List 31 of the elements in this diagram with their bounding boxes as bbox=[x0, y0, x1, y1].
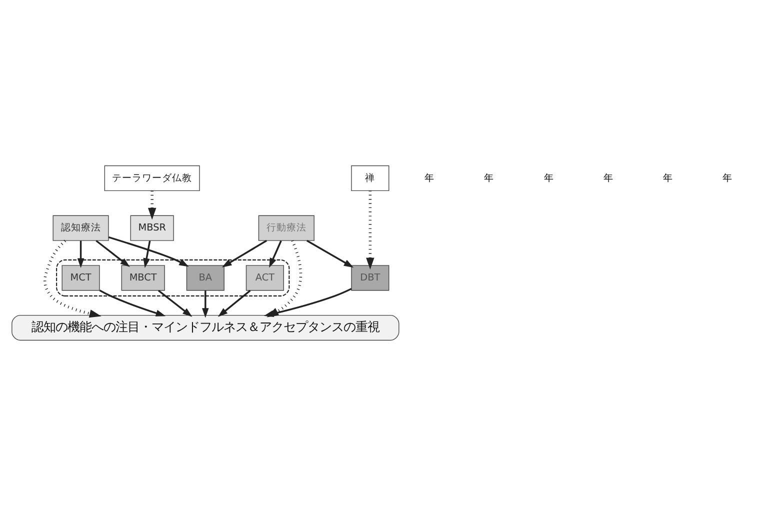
node-box: MCT bbox=[61, 264, 100, 290]
arrow bbox=[43, 239, 101, 318]
arrow bbox=[95, 240, 130, 266]
label: 年 bbox=[662, 172, 672, 184]
arrow bbox=[268, 240, 282, 268]
arrow bbox=[306, 239, 354, 268]
arrow bbox=[108, 236, 188, 266]
label: 年 bbox=[602, 172, 613, 184]
node-box: MBCT bbox=[120, 264, 164, 290]
node-box: BA bbox=[186, 264, 224, 290]
node-box: ACT bbox=[245, 264, 284, 290]
arrow bbox=[142, 240, 150, 268]
arrow bbox=[202, 290, 208, 318]
arrow bbox=[98, 289, 166, 316]
label: 年 bbox=[424, 172, 434, 184]
node-box: 行動療法 bbox=[258, 214, 314, 240]
label: 年 bbox=[484, 172, 494, 184]
node-box: 認知の機能への注目・マインドフルネス＆アクセプタンスの重視 bbox=[11, 314, 399, 340]
arrow bbox=[76, 240, 84, 268]
node-box: DBT bbox=[350, 264, 389, 290]
arrow bbox=[221, 239, 267, 267]
arrow bbox=[217, 289, 250, 316]
arrow bbox=[366, 190, 374, 270]
node-box: テーラワーダ仏教 bbox=[104, 164, 200, 191]
node-box: 認知療法 bbox=[52, 214, 108, 240]
node-box: 禅 bbox=[350, 164, 389, 191]
arrow bbox=[157, 289, 192, 316]
label: 年 bbox=[543, 172, 554, 184]
label: 年 bbox=[722, 172, 732, 184]
arrow bbox=[147, 190, 156, 220]
node-box: MBSR bbox=[130, 214, 174, 240]
